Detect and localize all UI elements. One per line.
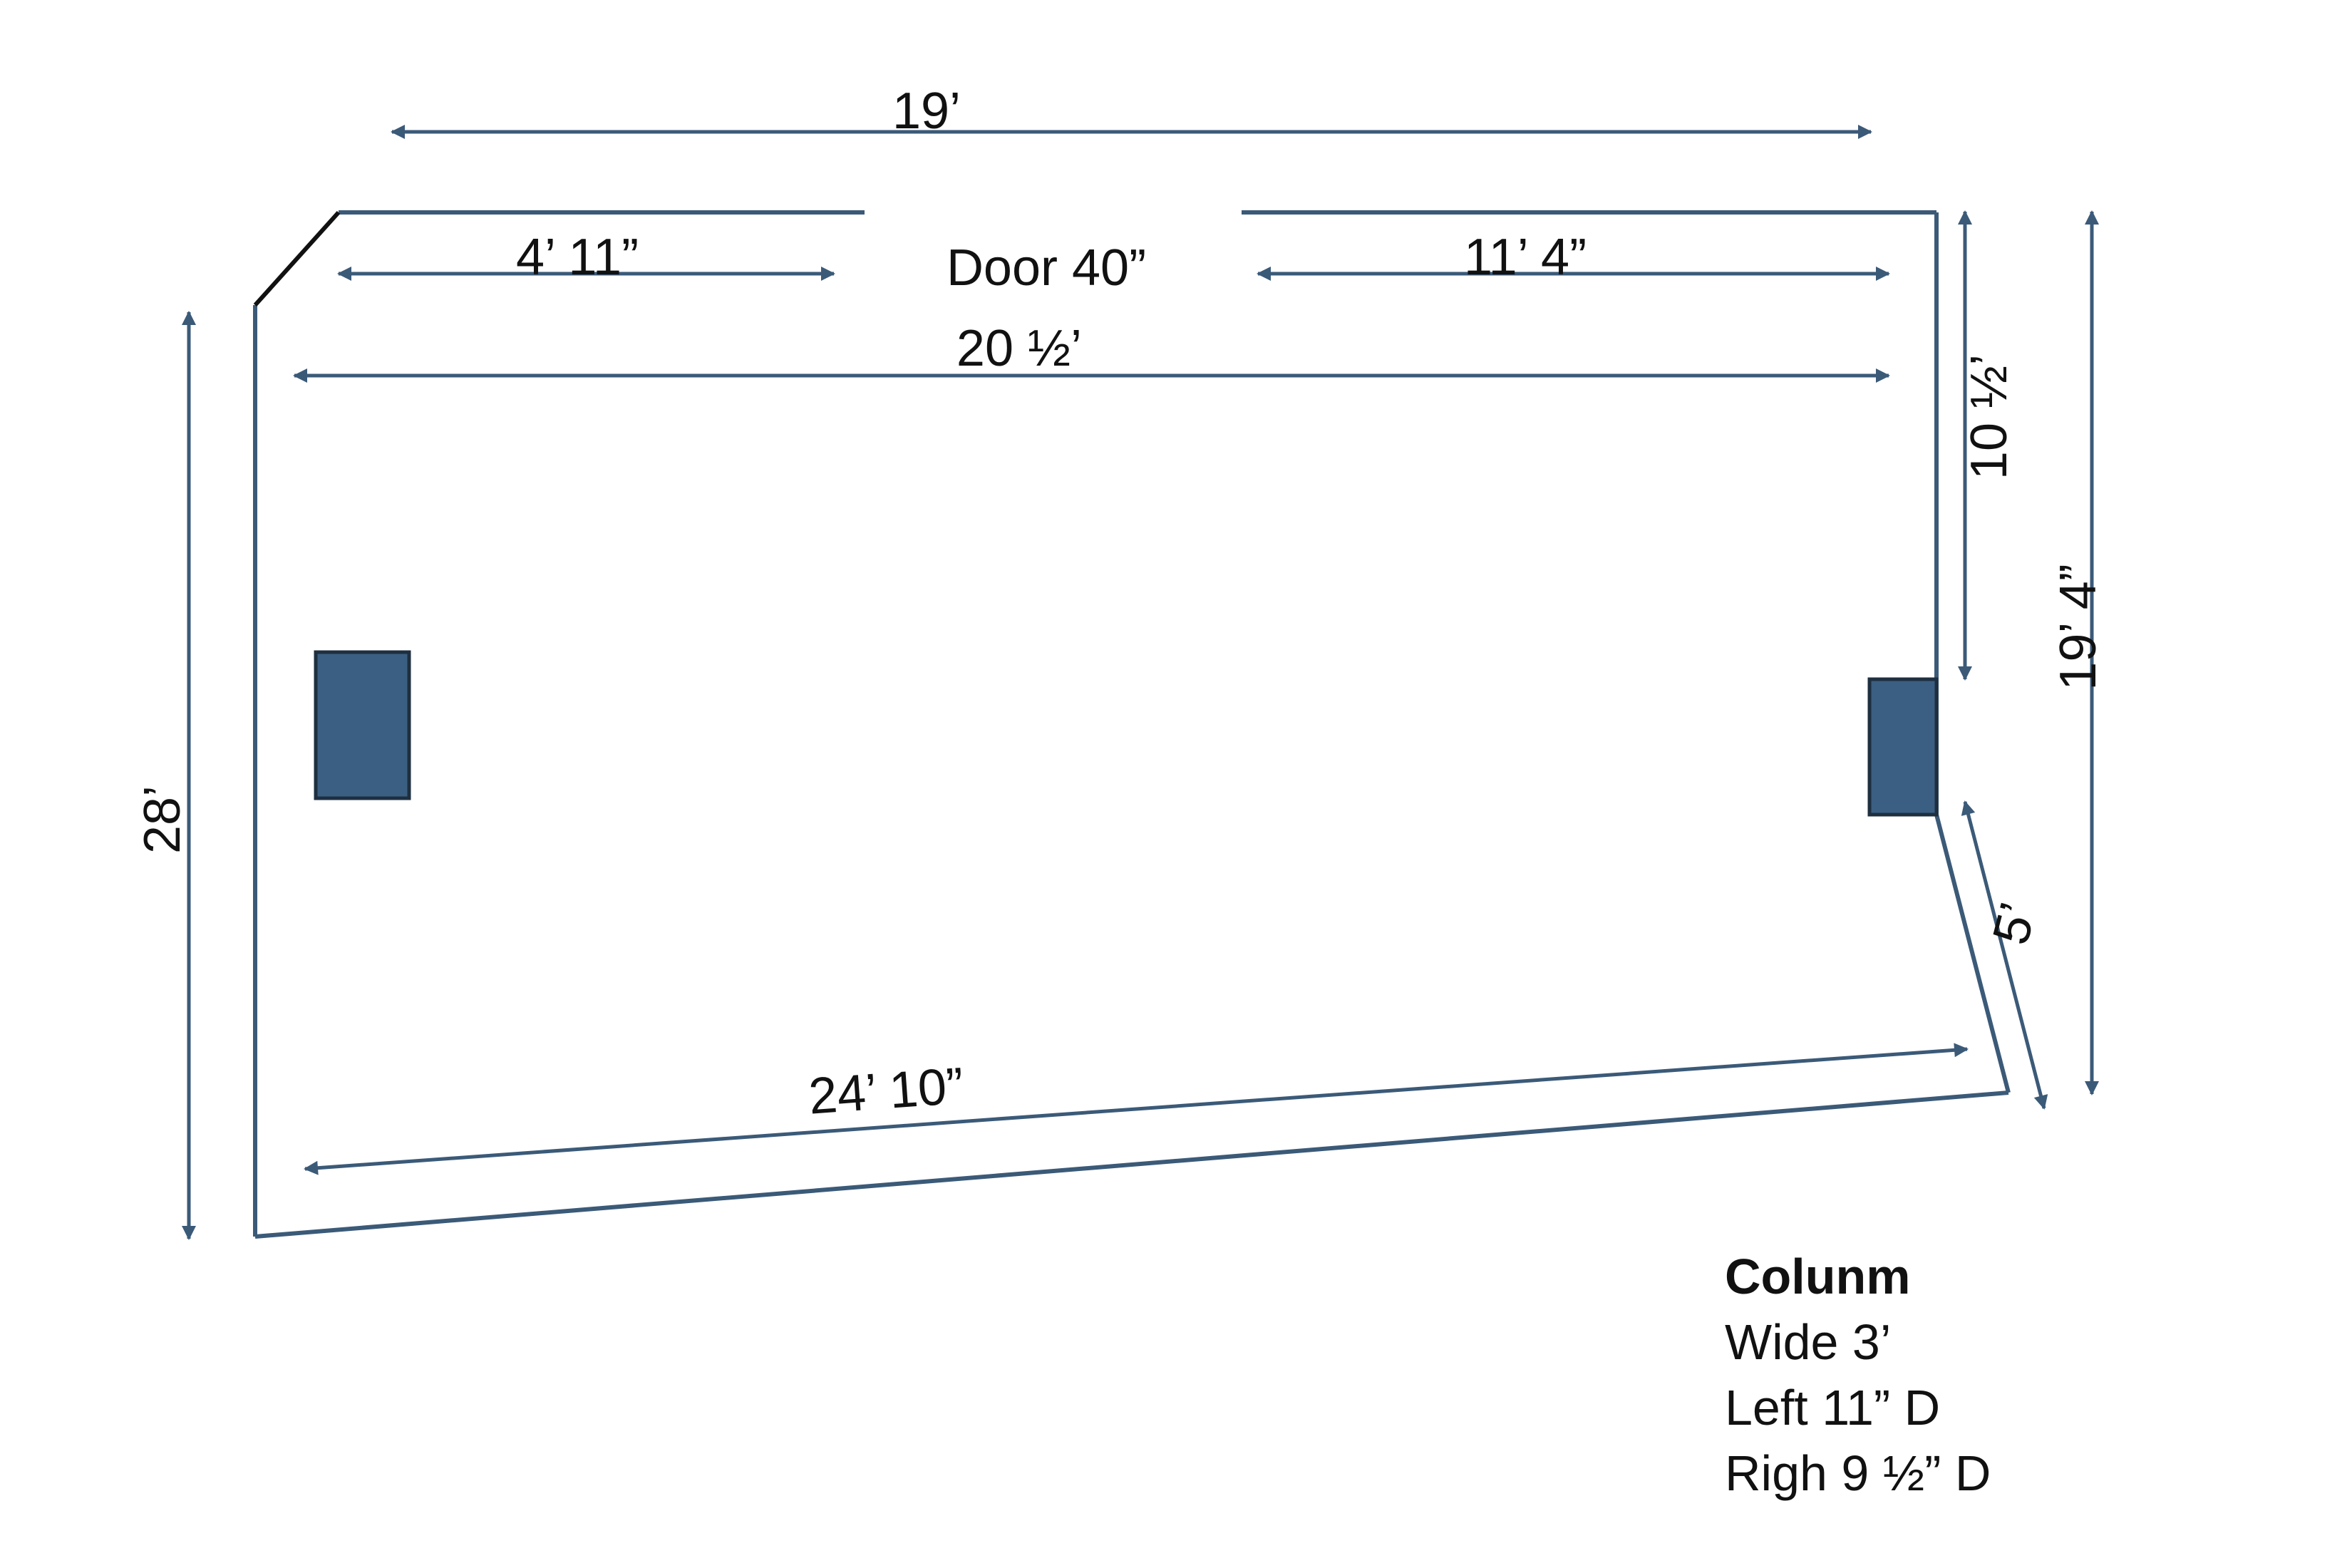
label-right-upper: 10 ½’ [1961, 354, 2018, 480]
left-column [314, 650, 411, 800]
label-door: Door 40” [947, 239, 1146, 296]
right-column [1867, 677, 1939, 817]
label-angled-wall: 5’ [1982, 897, 2047, 950]
label-right-overall: 19’ 4” [2050, 564, 2107, 690]
label-bottom-wall: 24’ 10” [807, 1057, 966, 1125]
label-top-overall: 19’ [892, 83, 961, 140]
column-note-title: Colunm [1725, 1249, 1911, 1304]
corner-wall [253, 210, 341, 307]
arrow-bottom-wall [304, 1043, 1969, 1175]
label-right-segment: 11’ 4” [1464, 229, 1587, 286]
column-note-line: Righ 9 ½” D [1725, 1445, 1991, 1501]
label-left-overall: 28’ [134, 785, 191, 854]
column-note-line: Wide 3’ [1725, 1314, 1892, 1370]
label-left-segment: 4’ 11” [516, 229, 639, 286]
label-interior-width: 20 ½’ [956, 320, 1082, 377]
walls [253, 210, 2011, 1239]
bottom-wall [254, 1090, 2009, 1239]
arrow-angled-wall [1961, 800, 2048, 1110]
dimension-arrows [182, 125, 2099, 1240]
column-note: Colunm Wide 3’ Left 11” D Righ 9 ½” D [1725, 1244, 1991, 1506]
column-note-line: Left 11” D [1725, 1380, 1941, 1435]
